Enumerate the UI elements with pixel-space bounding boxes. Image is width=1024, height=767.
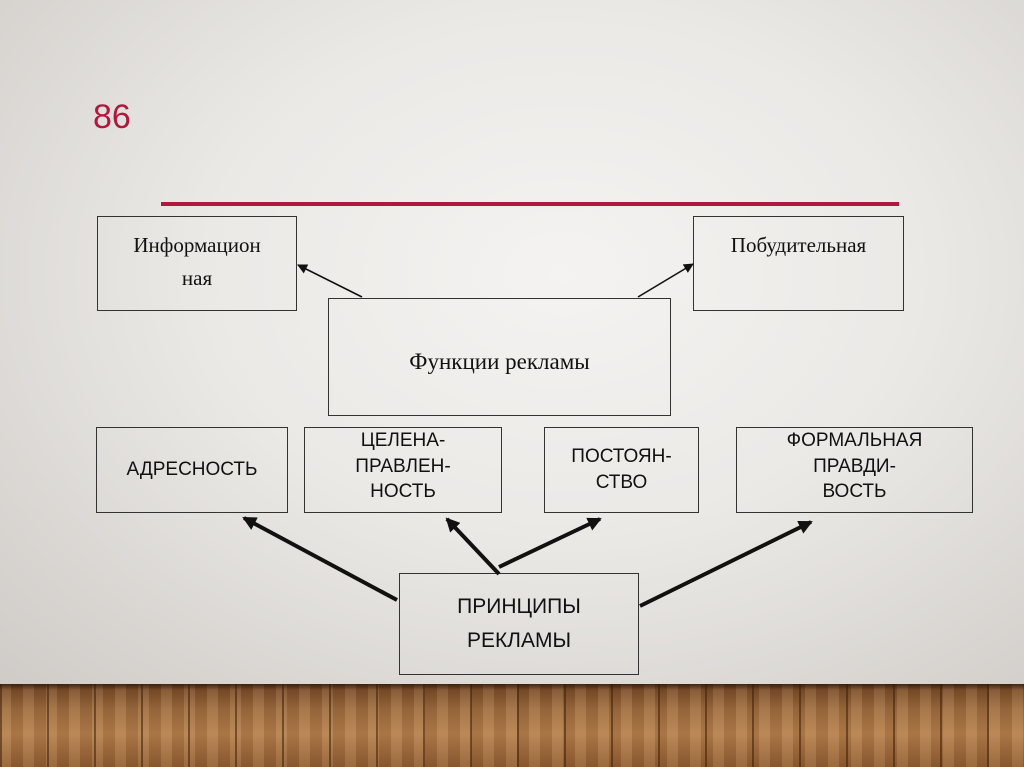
principle-formal-truthfulness-box: ФОРМАЛЬНАЯ ПРАВДИ- ВОСТЬ — [736, 427, 973, 513]
function-informational-box: Информацион ная — [97, 216, 297, 311]
advertising-functions-box: Функции рекламы — [328, 298, 671, 416]
principle-targeting-box: АДРЕСНОСТЬ — [96, 427, 288, 513]
advertising-principles-box: ПРИНЦИПЫ РЕКЛАМЫ — [399, 573, 639, 675]
principle-constancy-box: ПОСТОЯН- СТВО — [544, 427, 699, 513]
principle-purposefulness-box: ЦЕЛЕНА- ПРАВЛЕН- НОСТЬ — [304, 427, 502, 513]
wooden-floor — [0, 684, 1024, 767]
function-motivating-box: Побудительная — [693, 216, 904, 311]
slide-number: 86 — [93, 98, 131, 137]
title-underline — [161, 202, 899, 206]
